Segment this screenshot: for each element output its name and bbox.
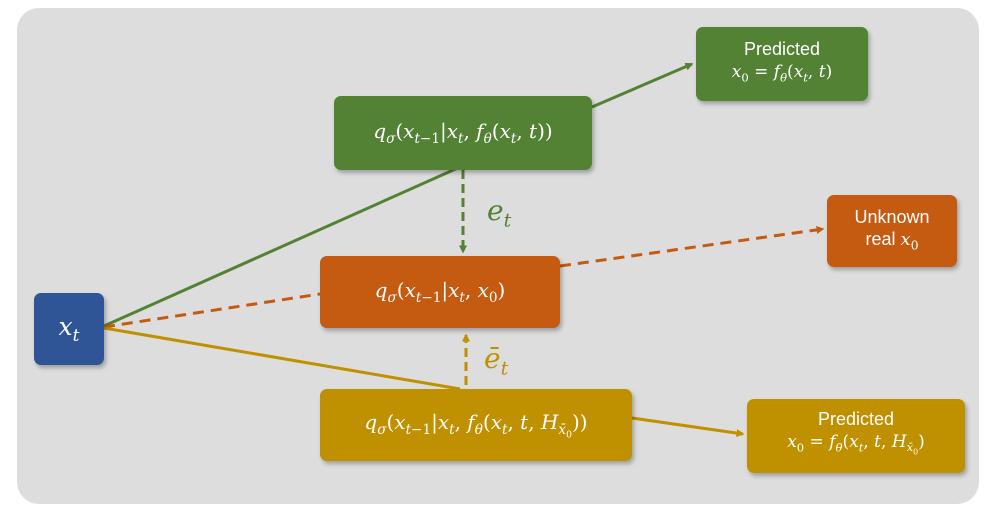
node-predicted-top-line1: Predicted	[743, 39, 821, 60]
node-predicted-bottom-line1: Predicted	[817, 408, 895, 429]
node-unknown-line2: real x0	[865, 228, 919, 253]
node-x-t-label: xt	[58, 312, 80, 346]
edge-q-theta-to-predicted-top	[591, 62, 694, 109]
node-predicted-bottom-line2: x0 = fθ(xt, t, Hx̄0)	[787, 431, 925, 457]
node-x-t: xt	[34, 293, 104, 365]
edge-xt-to-q-theta	[103, 165, 461, 328]
node-unknown-line1: Unknown	[854, 206, 930, 227]
edge-xt-to-q-real	[103, 292, 321, 329]
edge-xt-to-q-hist	[103, 326, 461, 391]
node-q-hist-label: qσ(xt−1|xt, fθ(xt, t, Hx̄0))	[364, 409, 588, 441]
node-q-real-label: qσ(xt−1|xt, x0)	[374, 278, 506, 306]
label-e-bar-t: ēt	[484, 342, 509, 380]
node-q-theta-label: qσ(xt−1|xt, fθ(xt, t))	[373, 119, 553, 147]
node-predicted-top-line2: x0 = fθ(xt, t)	[731, 62, 833, 85]
edge-q-hist-to-predicted-bottom	[631, 416, 745, 438]
node-unknown-real: Unknown real x0	[827, 195, 957, 267]
edge-q-real-to-unknown	[559, 225, 825, 268]
node-predicted-top: Predicted x0 = fθ(xt, t)	[696, 27, 868, 101]
node-predicted-bottom: Predicted x0 = fθ(xt, t, Hx̄0)	[747, 399, 965, 473]
node-q-hist: qσ(xt−1|xt, fθ(xt, t, Hx̄0))	[320, 389, 632, 461]
node-q-theta: qσ(xt−1|xt, fθ(xt, t))	[334, 96, 592, 170]
label-e-t: et	[487, 194, 512, 232]
node-q-real: qσ(xt−1|xt, x0)	[320, 256, 560, 328]
